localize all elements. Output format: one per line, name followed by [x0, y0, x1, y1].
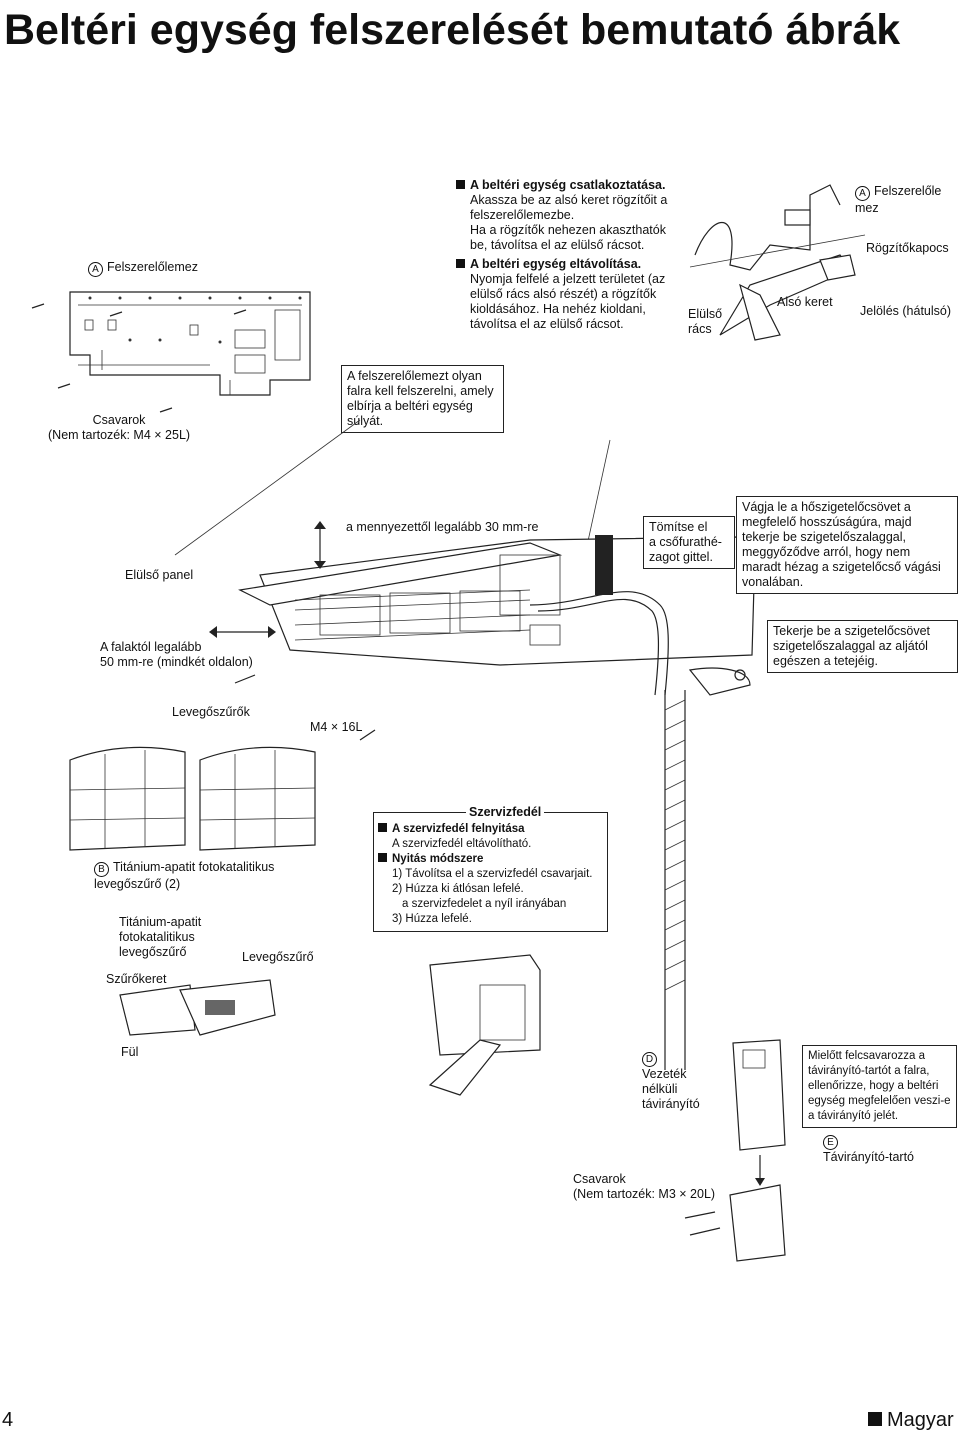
wall-note-box: A felszerelőlemezt olyan falra kell fels…: [341, 365, 504, 433]
grille-label: Elülső rács: [688, 307, 723, 336]
service-cover-illustration: [428, 954, 541, 1096]
attach-instructions: A beltéri egység csatlakoztatása. Akassz…: [456, 178, 686, 332]
wall-gap-label: A falaktól legalább 50 mm-re (mindkét ol…: [100, 640, 253, 669]
ceiling-gap-label: a mennyezettől legalább 30 mm-re: [346, 520, 539, 534]
page-title: Beltéri egység felszerelését bemutató áb…: [4, 6, 901, 54]
hook-label: Rögzítőkapocs: [866, 241, 949, 255]
mark-label: Jelölés (hátulsó): [860, 304, 952, 318]
filter-frame-label: Szűrőkeret: [106, 972, 167, 986]
frame-label: Alsó keret: [777, 295, 833, 309]
filters-illustration: [69, 729, 376, 851]
hook-detail-illustration: [689, 184, 866, 341]
filters-label: Levegőszűrők: [172, 705, 250, 719]
screws-note: Csavarok (Nem tartozék: M4 × 25L): [48, 413, 191, 442]
front-panel-label: Elülső panel: [125, 568, 194, 582]
titan-filter-small-label: Titánium-apatit fotokatalitikus levegősz…: [119, 915, 202, 959]
screws-m3-illustration: [684, 1211, 721, 1236]
service-instructions: A szervizfedél felnyitása A szervizfedél…: [378, 822, 604, 927]
service-title: Szervizfedél: [466, 805, 545, 820]
screws-m3-label: Csavarok (Nem tartozék: M3 × 20L): [573, 1172, 716, 1201]
screw-m4-label: M4 × 16L: [310, 720, 363, 734]
callout-lines-top: [174, 419, 611, 556]
page-number: 4: [2, 1409, 14, 1431]
mounting-plate-illustration: [31, 291, 311, 413]
remote-check-box: Mielőtt felcsavarozza a távirányító-tart…: [802, 1045, 957, 1128]
filter-frame-illustration: [119, 979, 276, 1036]
marker-a: A: [88, 262, 103, 277]
wrap-box: Tekerje be a szigetelőcsövet szigetelősz…: [767, 620, 958, 673]
remote-illustration: [729, 1039, 786, 1262]
tab-label: Fül: [121, 1045, 139, 1059]
air-filter-label: Levegőszűrő: [242, 950, 314, 964]
insulation-box: Vágja le a hőszigetelőcsövet a megfelelő…: [736, 496, 958, 594]
indoor-unit-illustration: [209, 521, 756, 696]
seal-box: Tömítse el a csőfurathé- zagot gittel.: [643, 516, 735, 569]
pipe-illustration: [664, 667, 751, 1070]
footer-language: Magyar: [868, 1409, 954, 1432]
